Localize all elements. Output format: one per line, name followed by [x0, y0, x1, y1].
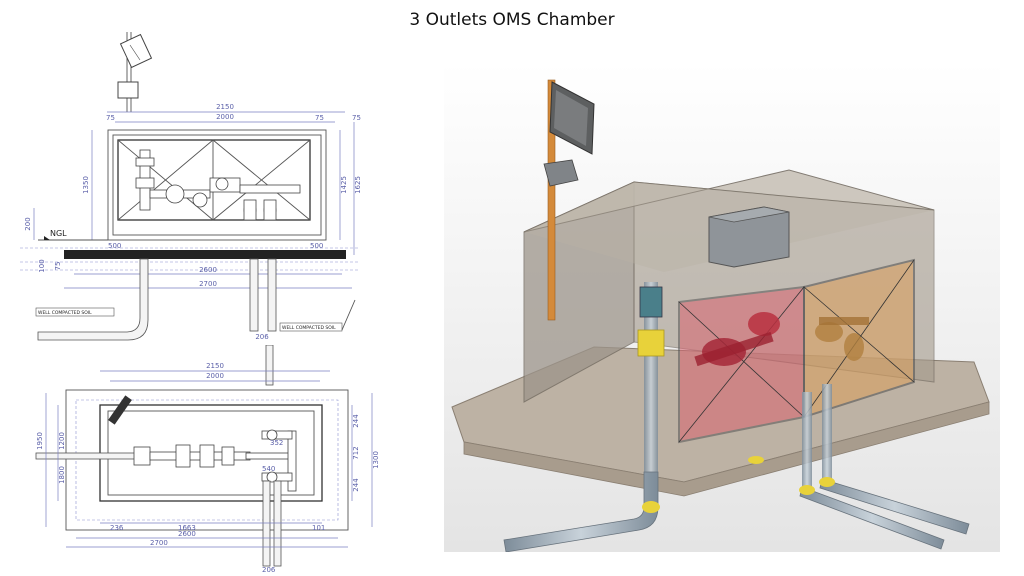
- plan-dim-2150: 2150: [206, 362, 224, 370]
- plan-dim-1200: 1200: [58, 432, 66, 450]
- plan-dim-540: 540: [262, 465, 275, 473]
- plan-dim-2000: 2000: [206, 372, 224, 380]
- solar-panel: [119, 33, 153, 69]
- ngl-label: NGL: [50, 229, 67, 238]
- soil-label-right: WELL COMPACTED SOIL: [282, 325, 336, 331]
- plan-pipework: [133, 429, 297, 492]
- dim-500-right: 500: [310, 242, 323, 250]
- 3d-chamber-top: [523, 169, 935, 233]
- dim-75-far-right: 75: [352, 114, 361, 122]
- door-frame: [117, 139, 311, 221]
- plan-pipe-dim-206: 206: [262, 566, 276, 574]
- 3d-control-box: [543, 159, 579, 187]
- dim-2700: 2700: [199, 280, 217, 288]
- dim-75-right: 75: [315, 114, 324, 122]
- plan-dim-1300: 1300: [372, 451, 380, 469]
- elevation-drawing: 2150 2000 75 75 75 1350 200 100 75 1425 …: [20, 32, 362, 341]
- plan-drawing: 2150 2000 352 540 206 1950 1200 1800 244…: [35, 345, 380, 574]
- base-slab: [64, 250, 346, 259]
- dim-1350: 1350: [82, 176, 90, 194]
- dim-2000: 2000: [216, 113, 234, 121]
- inlet-pipe-elbow: [37, 258, 149, 341]
- plan-dim-352: 352: [270, 439, 283, 447]
- outlet-pipe-1: [249, 258, 259, 332]
- plan-slab: [65, 389, 349, 531]
- dim-2150: 2150: [216, 103, 234, 111]
- dim-1425: 1425: [340, 176, 348, 194]
- dim-100: 100: [38, 259, 46, 272]
- elevation-pipework: [135, 149, 301, 221]
- plan-dim-1800: 1800: [58, 466, 66, 484]
- plan-dim-244-bottom: 244: [352, 478, 360, 492]
- outlet-pipe-2: [267, 258, 277, 332]
- plan-dim-1663: 1663: [178, 524, 196, 532]
- plan-dim-236: 236: [110, 524, 124, 532]
- plan-dim-2600: 2600: [178, 530, 196, 538]
- pipe-dim-206-elev: 206: [255, 333, 269, 341]
- plan-dim-101: 101: [312, 524, 325, 532]
- dim-200: 200: [24, 217, 32, 230]
- dim-2600: 2600: [199, 266, 217, 274]
- 3d-orange-pole: [547, 79, 556, 321]
- dim-75-side: 75: [54, 262, 62, 271]
- dim-1625: 1625: [354, 176, 362, 194]
- plan-dim-244-top: 244: [352, 414, 360, 428]
- dim-500-left: 500: [108, 242, 121, 250]
- plan-dim-712: 712: [352, 446, 360, 459]
- 3d-valves: [694, 312, 869, 367]
- plan-dim-1950: 1950: [36, 432, 44, 450]
- control-box: [117, 81, 139, 99]
- page-title: 3 Outlets OMS Chamber: [409, 10, 615, 30]
- 3d-inlet-pipe: [503, 471, 659, 552]
- chamber-3d-render: [444, 62, 1000, 552]
- chamber-outer: [107, 129, 327, 241]
- 3d-yellow-fitting: [637, 329, 665, 357]
- soil-label-left: WELL COMPACTED SOIL: [38, 310, 92, 316]
- plan-dim-2700: 2700: [150, 539, 168, 547]
- dim-75-left: 75: [106, 114, 115, 122]
